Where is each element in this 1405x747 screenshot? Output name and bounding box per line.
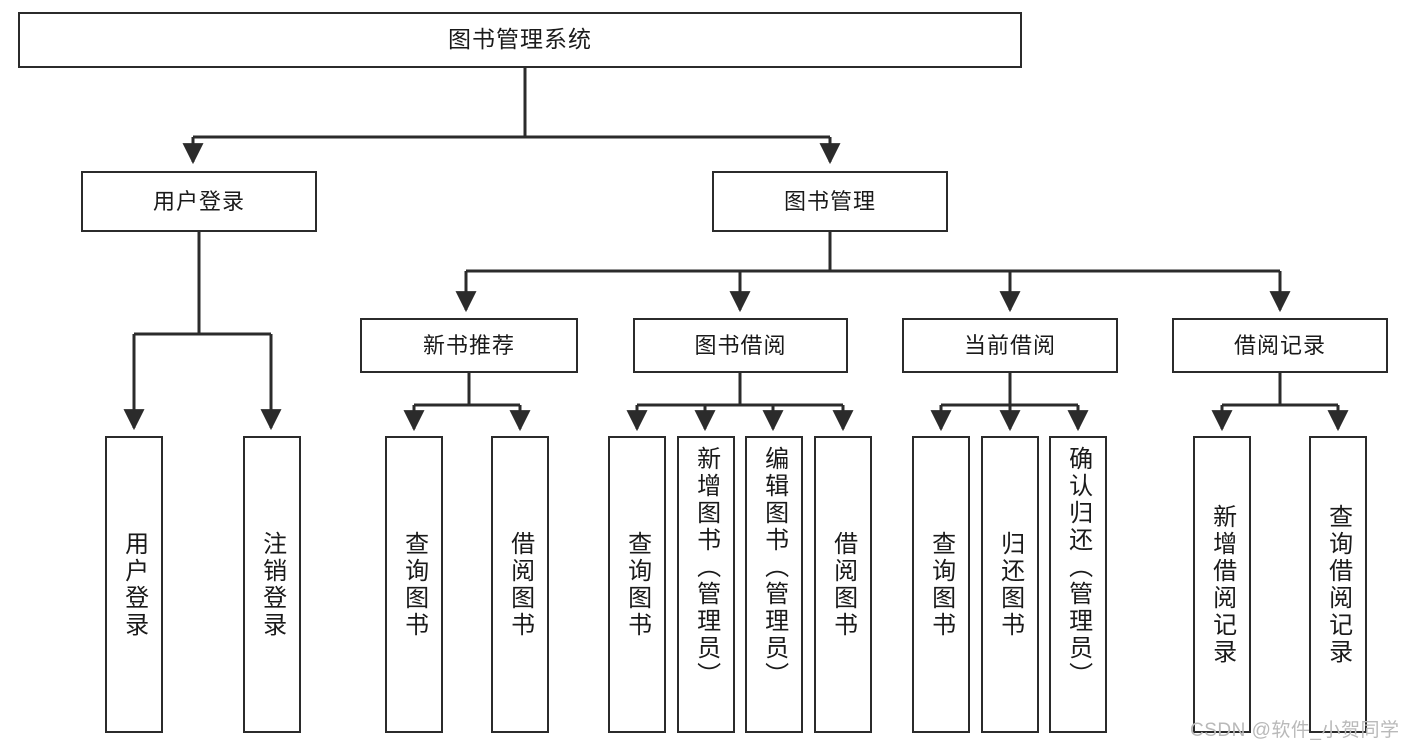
leaf-query-borrow-record[interactable]: 查询借阅记录 [1309,436,1367,733]
leaf-add-book-admin[interactable]: 新增图书（管理员） [677,436,735,733]
node-current-borrow[interactable]: 当前借阅 [902,318,1118,373]
node-label: 编辑图书（管理员） [760,446,788,689]
node-label: 借阅图书 [506,530,534,639]
leaf-query-book-borrow[interactable]: 查询图书 [608,436,666,733]
node-label: 用户登录 [152,188,245,214]
node-label: 查询图书 [400,530,428,639]
leaf-confirm-return-admin[interactable]: 确认归还（管理员） [1049,436,1107,733]
node-user-login[interactable]: 用户登录 [81,171,317,232]
node-label: 新增借阅记录 [1208,503,1236,666]
leaf-query-book-current[interactable]: 查询图书 [912,436,970,733]
node-label: 注销登录 [258,530,286,639]
node-label: 图书管理系统 [448,26,592,53]
leaf-user-login[interactable]: 用户登录 [105,436,163,733]
node-label: 当前借阅 [963,332,1056,358]
leaf-user-logout[interactable]: 注销登录 [243,436,301,733]
node-label: 借阅图书 [829,530,857,639]
leaf-add-borrow-record[interactable]: 新增借阅记录 [1193,436,1251,733]
leaf-borrow-book-recommend[interactable]: 借阅图书 [491,436,549,733]
node-label: 新增图书（管理员） [692,446,720,689]
node-label: 查询图书 [927,530,955,639]
node-new-book-recommend[interactable]: 新书推荐 [360,318,578,373]
leaf-return-book[interactable]: 归还图书 [981,436,1039,733]
node-borrow-record[interactable]: 借阅记录 [1172,318,1388,373]
node-book-management[interactable]: 图书管理 [712,171,948,232]
node-label: 查询图书 [623,530,651,639]
node-label: 归还图书 [996,530,1024,639]
leaf-query-book-recommend[interactable]: 查询图书 [385,436,443,733]
node-label: 图书管理 [783,188,876,214]
node-label: 图书借阅 [694,332,787,358]
node-label: 借阅记录 [1233,332,1326,358]
leaf-borrow-book[interactable]: 借阅图书 [814,436,872,733]
node-label: 用户登录 [120,530,148,639]
node-label: 确认归还（管理员） [1064,446,1092,689]
node-label: 查询借阅记录 [1324,503,1352,666]
node-book-borrow[interactable]: 图书借阅 [633,318,848,373]
node-label: 新书推荐 [422,332,515,358]
leaf-edit-book-admin[interactable]: 编辑图书（管理员） [745,436,803,733]
watermark-label: CSDN @软件_小贺同学 [1190,720,1400,741]
node-root-system[interactable]: 图书管理系统 [18,12,1022,68]
